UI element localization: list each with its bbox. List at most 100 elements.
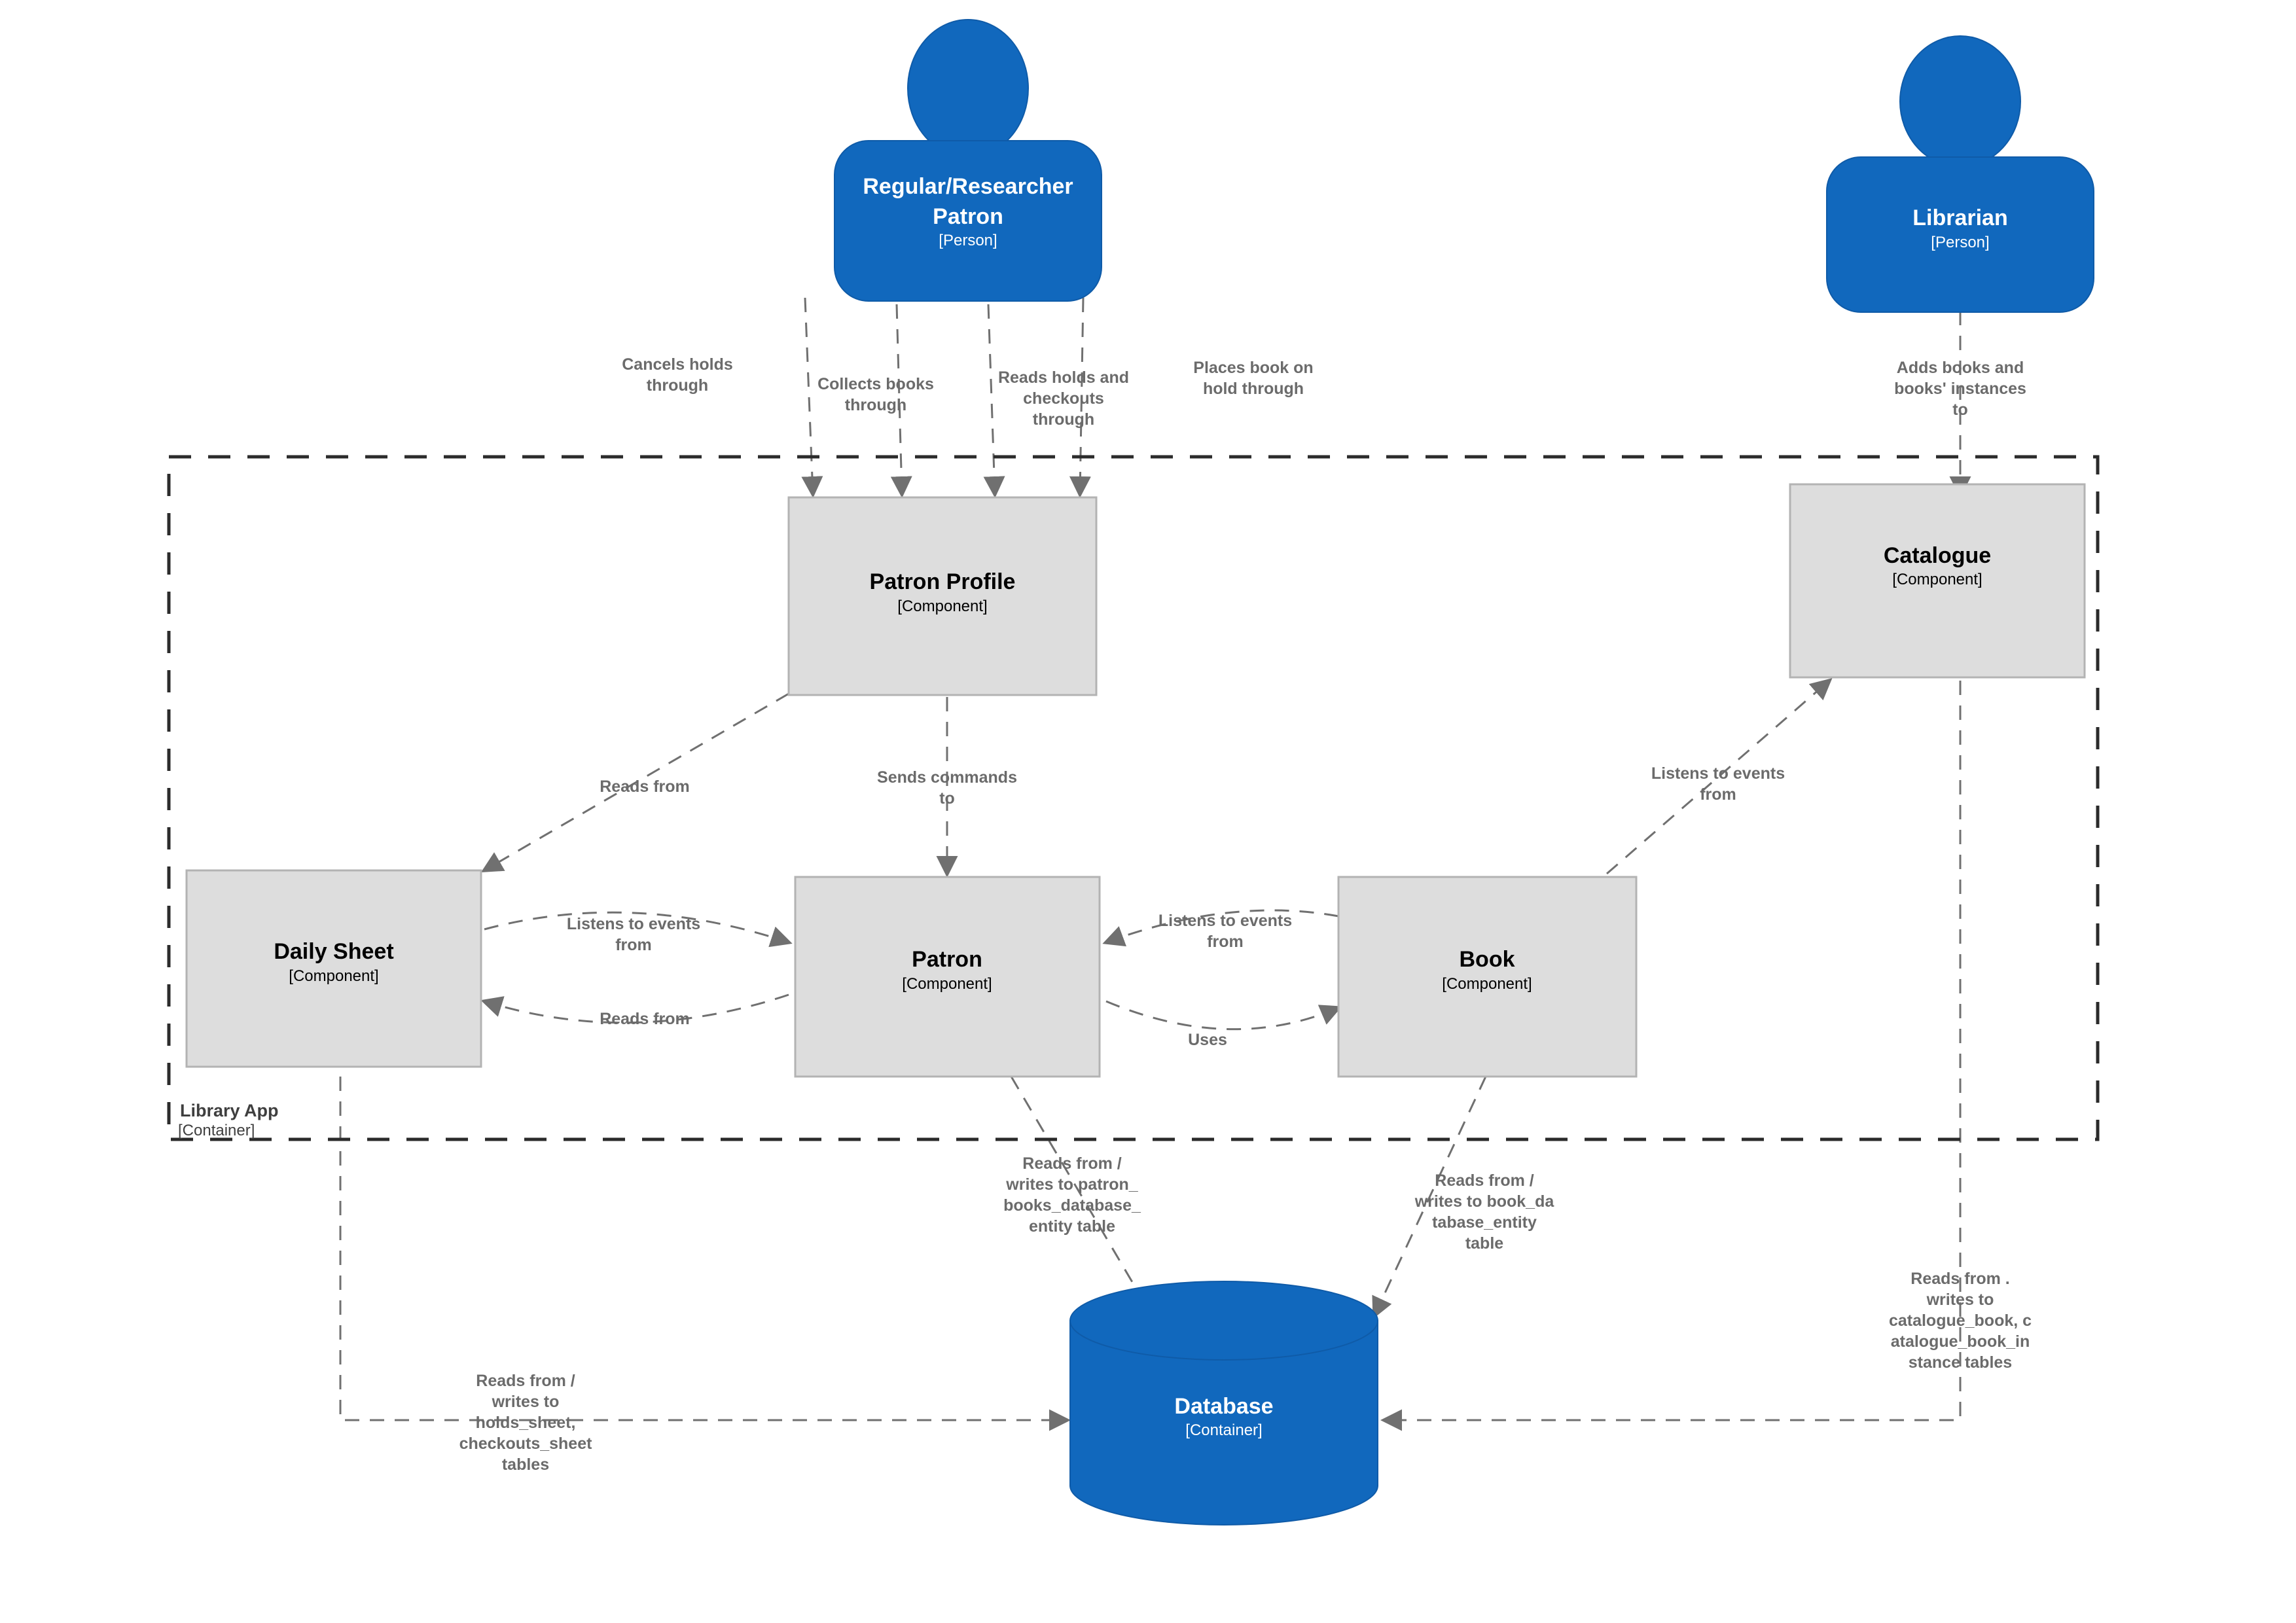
label-cancels-holds: Cancels holds through [622,355,733,395]
library-app-boundary-label: Library App [Container] [178,1101,279,1139]
component-daily-sheet[interactable]: Daily Sheet [Component] [185,869,482,1068]
label-reads-holds-checkouts: Reads holds and checkouts through [998,368,1129,429]
edge-daily-sheet-database [339,1077,1071,1431]
edge-label-line: Reads from . [1910,1270,2009,1288]
label-sends-commands: Sends commands to [877,768,1017,808]
label-patron-database: Reads from / writes to patron_ books_dat… [1003,1154,1141,1236]
edge-label-line: tables [502,1455,549,1474]
component-box [787,496,1098,696]
edge-label-line: from [1207,933,1244,951]
component-box [1337,876,1638,1078]
person-librarian[interactable]: Librarian [Person] [1826,35,2094,313]
edge-label-line: books' instances [1894,380,2026,398]
label-collects-books: Collects books through [817,375,934,414]
component-patron[interactable]: Patron [Component] [794,876,1101,1078]
person-type: [Person] [939,232,997,249]
component-type: [Component] [1442,975,1532,993]
component-name: Patron [912,947,982,972]
edge-label-line: from [615,936,652,954]
edge-label-line: writes to book_da [1414,1192,1555,1211]
person-type: [Person] [1931,234,1989,251]
edge-label-line: entity table [1029,1217,1115,1236]
edge-cancels-holds [801,297,823,498]
component-type: [Component] [289,967,378,985]
boundary-name: Library App [180,1101,279,1120]
edge-label-line: through [845,396,906,414]
label-places-hold: Places book on hold through [1193,359,1313,398]
container-name: Database [1174,1394,1273,1419]
edge-profile-reads-daily-sheet [480,692,789,873]
edge-label-line: hold through [1203,380,1304,398]
component-patron-profile[interactable]: Patron Profile [Component] [787,496,1098,696]
edge-label-line: Cancels holds [622,355,733,374]
edge-label-line: Reads from / [1022,1154,1121,1173]
edge-book-database [1372,1076,1487,1319]
label-book-listens: Listens to events from [1158,912,1292,951]
edge-label-line: to [939,789,955,808]
boundary-type: [Container] [178,1122,255,1139]
container-type: [Container] [1185,1421,1262,1439]
edge-label-line: atalogue_book_in [1891,1332,2030,1351]
database-cylinder-body-icon [1069,1320,1378,1525]
edge-label-line: stance tables [1909,1353,2012,1372]
label-catalogue-listens: Listens to events from [1651,764,1785,804]
component-box [794,876,1101,1078]
edge-patron-reads-daily-sheet [480,993,789,1024]
component-box [1789,483,2086,679]
edge-label-line: catalogue_book, c [1889,1311,2032,1330]
person-name: Librarian [1912,205,2007,230]
edge-label-line: from [1700,785,1736,804]
edge-label-line: writes to [492,1393,560,1411]
edge-label-line: holds_sheet, [476,1414,576,1432]
edge-label-line: Listens to events [1158,912,1292,930]
edge-label-line: writes to patron_ [1005,1175,1139,1194]
label-patron-reads-daily-sheet: Reads from [600,1010,690,1028]
label-profile-reads-daily-sheet: Reads from [600,777,690,796]
edge-label-line: Listens to events [567,915,700,933]
person-name-line2: Patron [933,204,1003,229]
edge-label-line: checkouts [1023,389,1104,408]
edge-label-line: Sends commands [877,768,1017,787]
edge-label-line: checkouts_sheet [459,1435,593,1453]
edge-label-line: books_database_ [1003,1196,1141,1215]
person-regular-researcher-patron[interactable]: Regular/Researcher Patron [Person] [834,19,1102,302]
edge-label-line: Reads from / [476,1372,575,1390]
edge-label-line: Reads from / [1435,1171,1534,1190]
edge-daily-sheet-listens [484,911,793,948]
component-name: Patron Profile [870,569,1016,594]
edge-label-line: writes to [1926,1291,1994,1309]
component-book[interactable]: Book [Component] [1337,876,1638,1078]
component-name: Daily Sheet [274,939,393,964]
edge-collects-books [890,304,912,498]
label-daily-sheet-database: Reads from / writes to holds_sheet, chec… [459,1372,593,1474]
edge-patron-uses-book [1105,1000,1342,1031]
person-body-icon [834,140,1102,302]
container-database[interactable]: Database [Container] [1069,1281,1378,1525]
component-name: Catalogue [1884,543,1991,568]
component-catalogue[interactable]: Catalogue [Component] [1789,483,2086,679]
edge-label-line: Uses [1188,1031,1227,1049]
edge-label-line: Adds books and [1897,359,2024,377]
label-adds-books: Adds books and books' instances to [1894,359,2026,419]
edge-reads-holds-checkouts [983,304,1005,498]
edge-label-line: table [1465,1234,1503,1253]
edge-label-line: Reads holds and [998,368,1129,387]
edge-label-line: Reads from [600,777,690,796]
person-body-icon [1826,156,2094,313]
component-name: Book [1460,947,1515,972]
person-name-line1: Regular/Researcher [863,174,1073,199]
edge-label-line: through [1033,410,1094,429]
label-patron-uses-book: Uses [1188,1031,1227,1049]
edge-patron-database [1010,1076,1155,1319]
edge-label-line: Collects books [817,375,934,393]
edge-catalogue-database [1380,681,1962,1431]
label-daily-sheet-listens: Listens to events from [567,915,700,954]
component-type: [Component] [897,597,987,615]
edge-label-line: tabase_entity [1432,1213,1537,1232]
edge-label-line: through [647,376,708,395]
component-type: [Component] [1892,571,1982,588]
